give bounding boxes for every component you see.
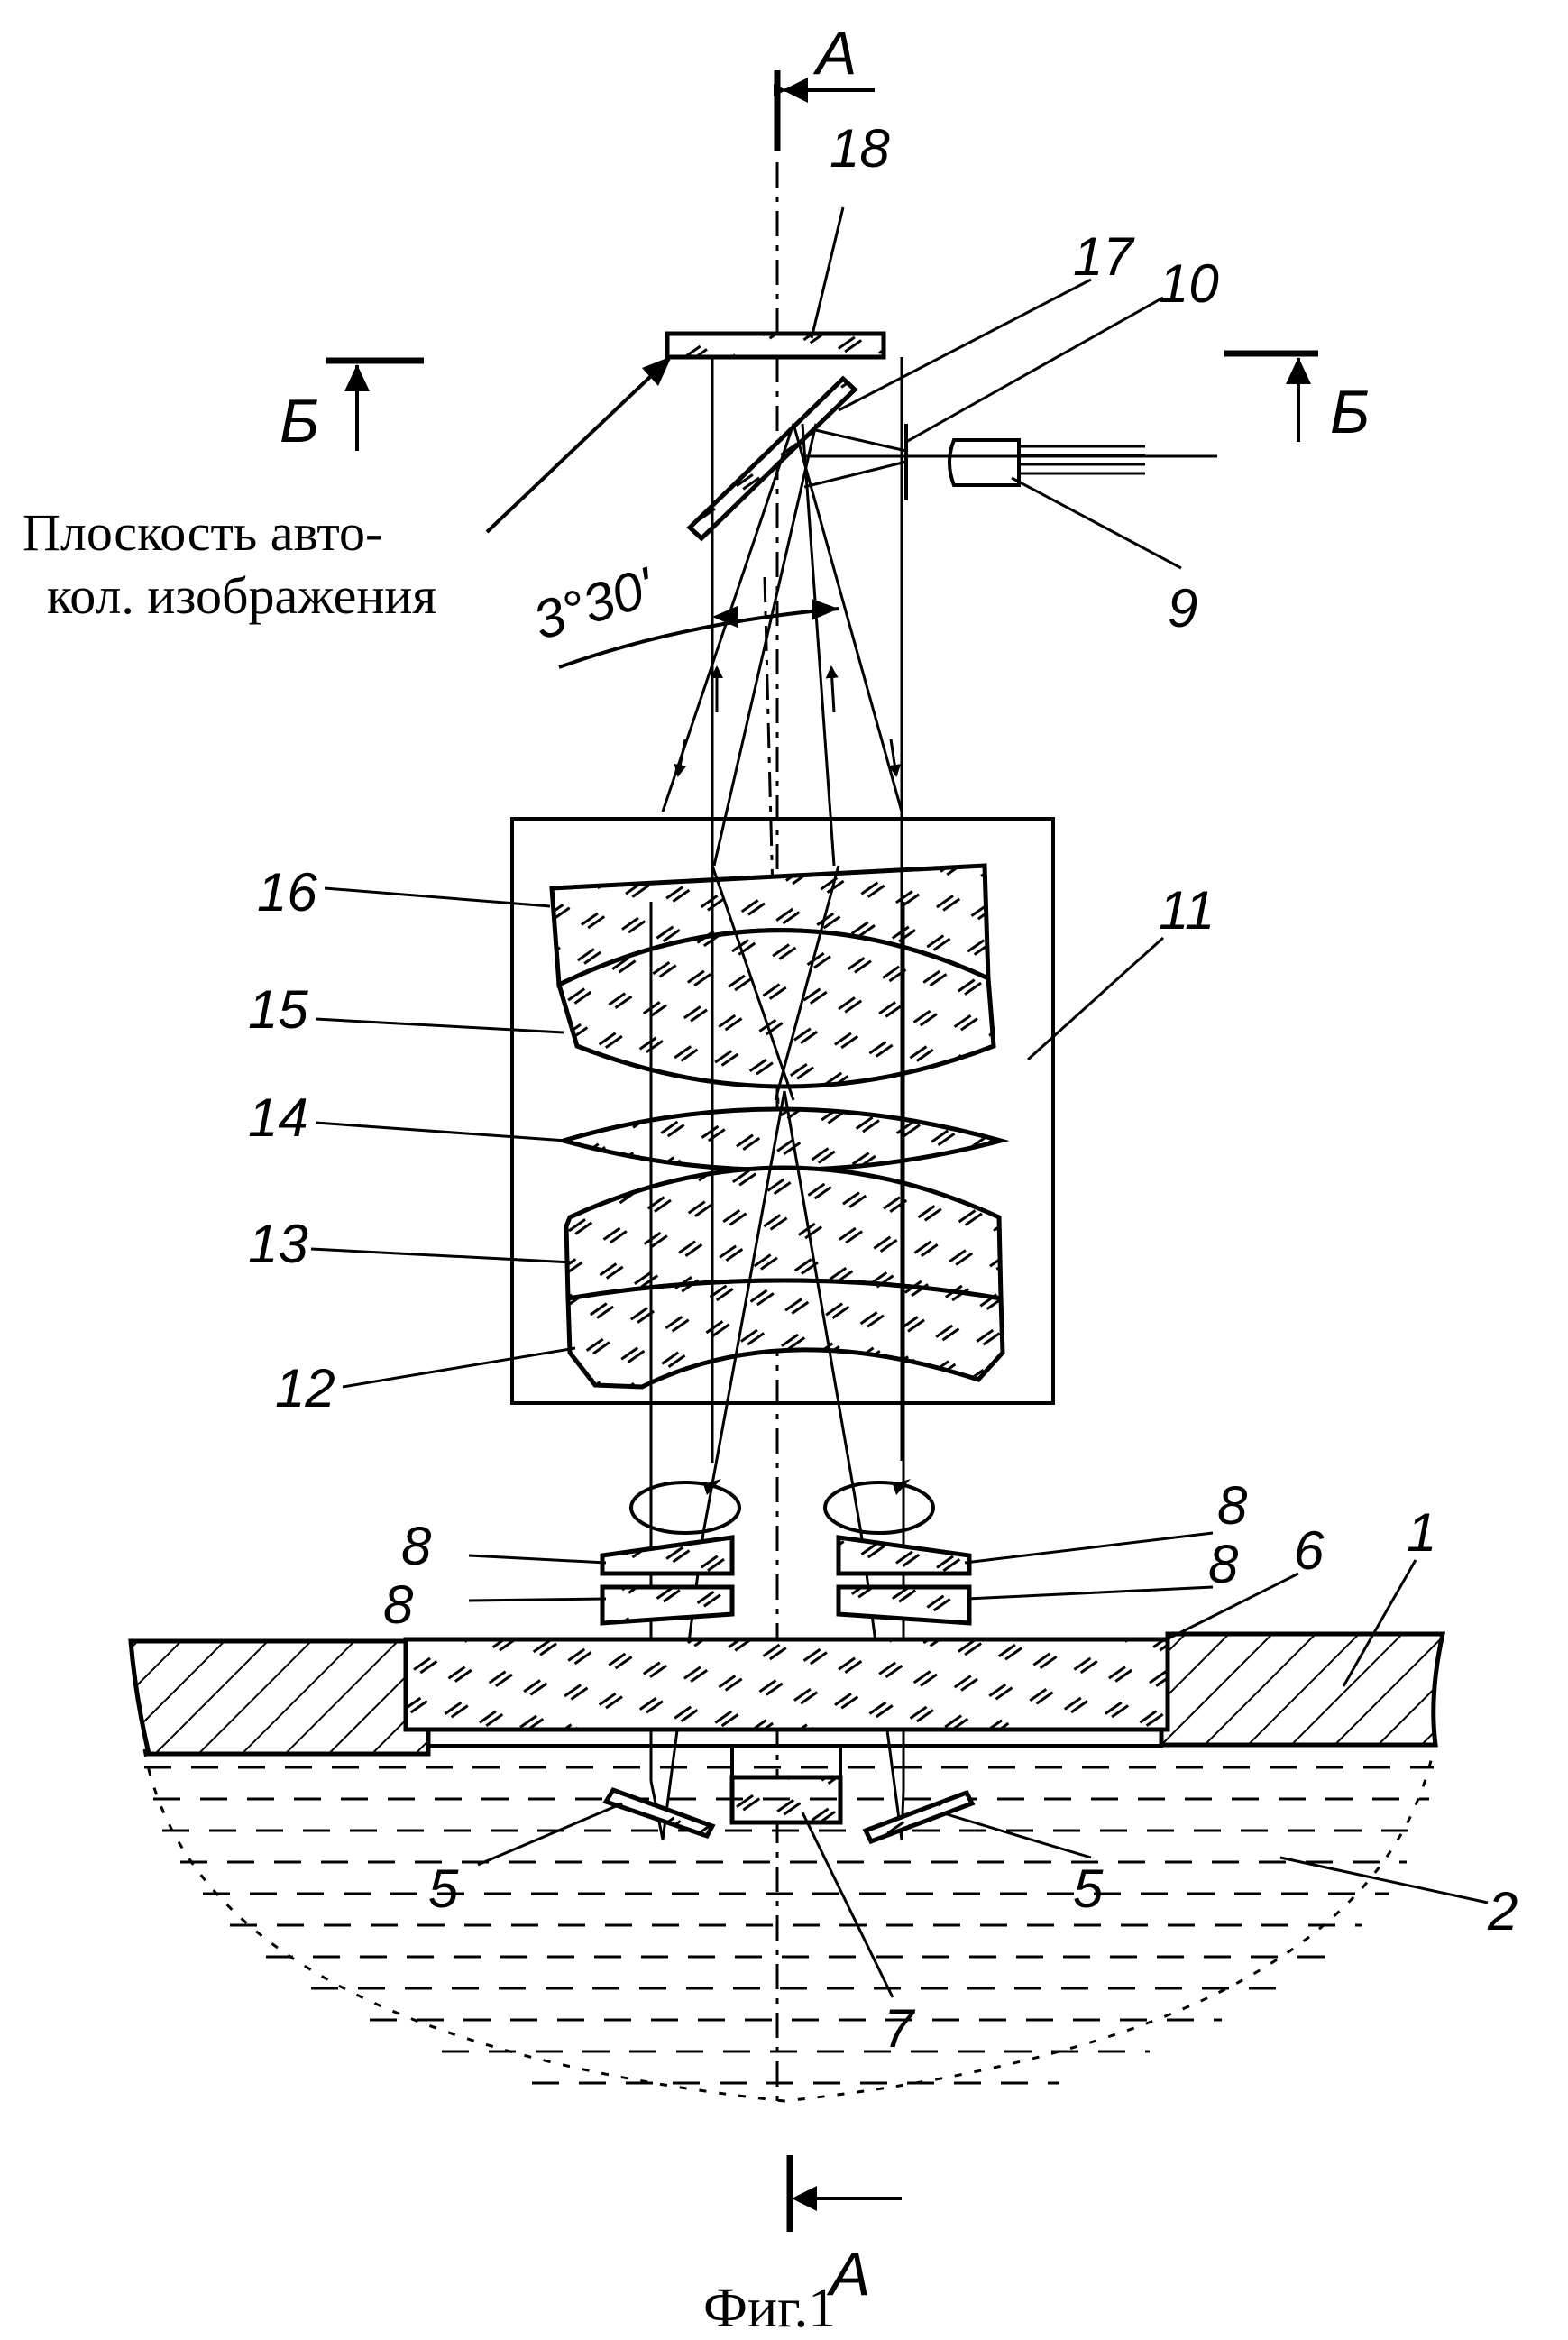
light-source-9: [949, 440, 1145, 485]
label-8-a: 8: [401, 1516, 432, 1576]
plate-18: [667, 334, 884, 357]
section-b-left-label: Б: [280, 387, 319, 455]
label-17: 17: [1073, 226, 1135, 287]
label-2: 2: [1487, 1881, 1518, 1941]
section-mark-b-left: Б: [280, 361, 424, 455]
window-6: [406, 1639, 1168, 1730]
label-1: 1: [1407, 1502, 1436, 1563]
figure-caption: Фиг.1: [703, 2278, 836, 2339]
label-8-b: 8: [383, 1574, 414, 1635]
label-7: 7: [884, 1998, 916, 2059]
annotation-line-1: Плоскость авто-: [23, 503, 382, 562]
wall-1-left: [131, 1641, 428, 1754]
rotation-arrow-left: [631, 1479, 739, 1533]
label-6: 6: [1294, 1520, 1325, 1581]
label-10: 10: [1159, 253, 1219, 314]
label-5-right: 5: [1073, 1858, 1104, 1919]
mirror-5-left: [606, 1790, 712, 1836]
label-11: 11: [1159, 880, 1215, 941]
label-12: 12: [275, 1358, 335, 1418]
label-16: 16: [257, 862, 317, 922]
annotation-line-2: кол. изображения: [47, 566, 436, 625]
section-b-right-label: Б: [1330, 378, 1370, 446]
section-a-top-label: A: [812, 19, 857, 87]
lens-12: [568, 1280, 1003, 1387]
angle-label: 3°30': [526, 555, 663, 651]
lens-14: [564, 1109, 1001, 1170]
wedge-8-right-bottom: [839, 1587, 969, 1623]
section-mark-b-right: Б: [1224, 353, 1370, 446]
rotation-arrow-right: [825, 1479, 933, 1533]
annotation-leader: [487, 359, 669, 532]
beam-splitter-17: [690, 379, 855, 538]
label-9: 9: [1168, 578, 1197, 638]
label-18: 18: [830, 118, 890, 179]
element-7-holder: [732, 1746, 840, 1777]
label-13: 13: [248, 1214, 308, 1274]
label-8-d: 8: [1208, 1534, 1239, 1594]
label-8-c: 8: [1217, 1475, 1248, 1536]
wedge-8-left-bottom: [602, 1587, 732, 1623]
label-5-left: 5: [428, 1858, 459, 1919]
wall-1-right: [1161, 1634, 1443, 1745]
wedge-8-left-top: [602, 1537, 732, 1574]
label-14: 14: [248, 1087, 308, 1148]
label-15: 15: [248, 979, 308, 1040]
